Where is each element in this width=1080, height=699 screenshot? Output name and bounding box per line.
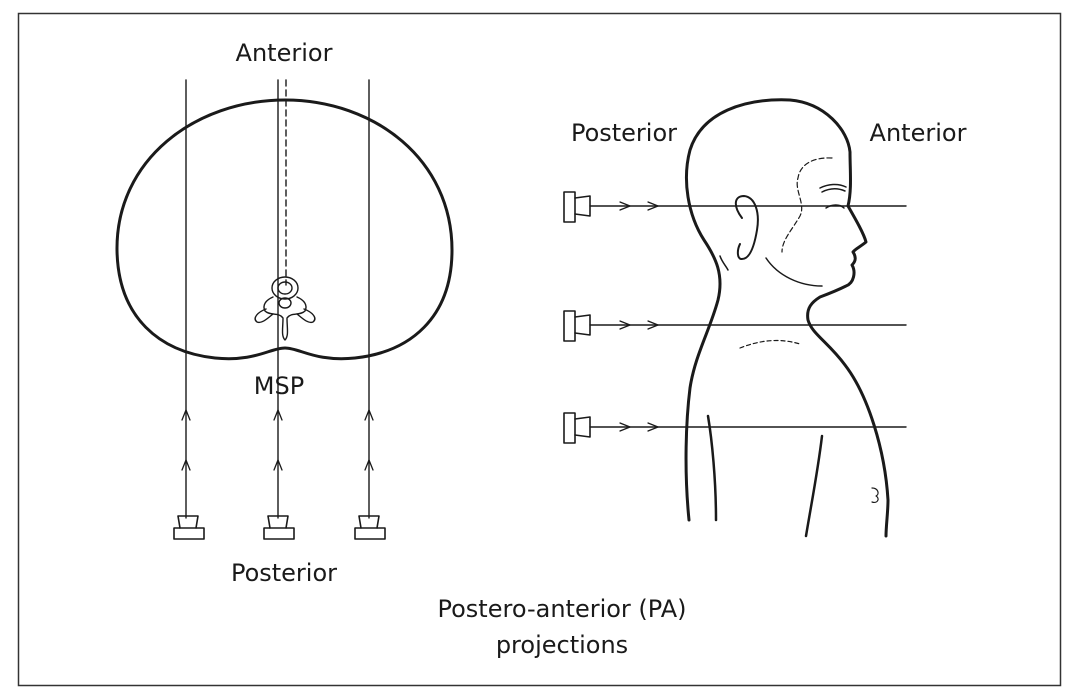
nipple-mark bbox=[871, 487, 879, 503]
xray-source-icon-2 bbox=[263, 515, 295, 540]
figure-frame bbox=[17, 12, 1062, 687]
beam-direction-arrows bbox=[181, 409, 374, 471]
anterior-label-right-panel: Anterior bbox=[870, 119, 967, 147]
arm-line-back bbox=[706, 414, 718, 522]
xray-source-icon-head bbox=[563, 191, 591, 223]
hairline-dashed bbox=[781, 157, 833, 253]
lateral-body-panel: Posterior Anterior bbox=[563, 98, 967, 538]
posterior-label-bottom: Posterior bbox=[231, 559, 337, 587]
xray-source-icon-3 bbox=[354, 515, 386, 540]
neck-line bbox=[719, 255, 729, 271]
arm-line-front bbox=[804, 434, 824, 538]
jawline bbox=[765, 257, 823, 287]
human-profile-outline bbox=[684, 98, 890, 538]
xray-source-icon-1 bbox=[173, 515, 205, 540]
ear-outline bbox=[734, 195, 759, 260]
caption-line-1: Postero-anterior (PA) bbox=[438, 595, 687, 623]
posterior-label-right-panel: Posterior bbox=[571, 119, 677, 147]
axial-section-panel: Anterior MSP bbox=[115, 39, 454, 587]
xray-source-icon-chest bbox=[563, 412, 591, 444]
clavicle-line bbox=[739, 339, 801, 349]
caption-line-2: projections bbox=[496, 631, 628, 659]
body-cross-section-outline bbox=[115, 98, 454, 361]
msp-label: MSP bbox=[254, 372, 304, 400]
anterior-label-top: Anterior bbox=[236, 39, 333, 67]
eye bbox=[825, 204, 845, 209]
xray-source-icon-neck bbox=[563, 310, 591, 342]
vertebra-illustration bbox=[254, 276, 316, 341]
beam-arrows-right bbox=[619, 201, 659, 432]
eyebrow bbox=[819, 183, 847, 193]
